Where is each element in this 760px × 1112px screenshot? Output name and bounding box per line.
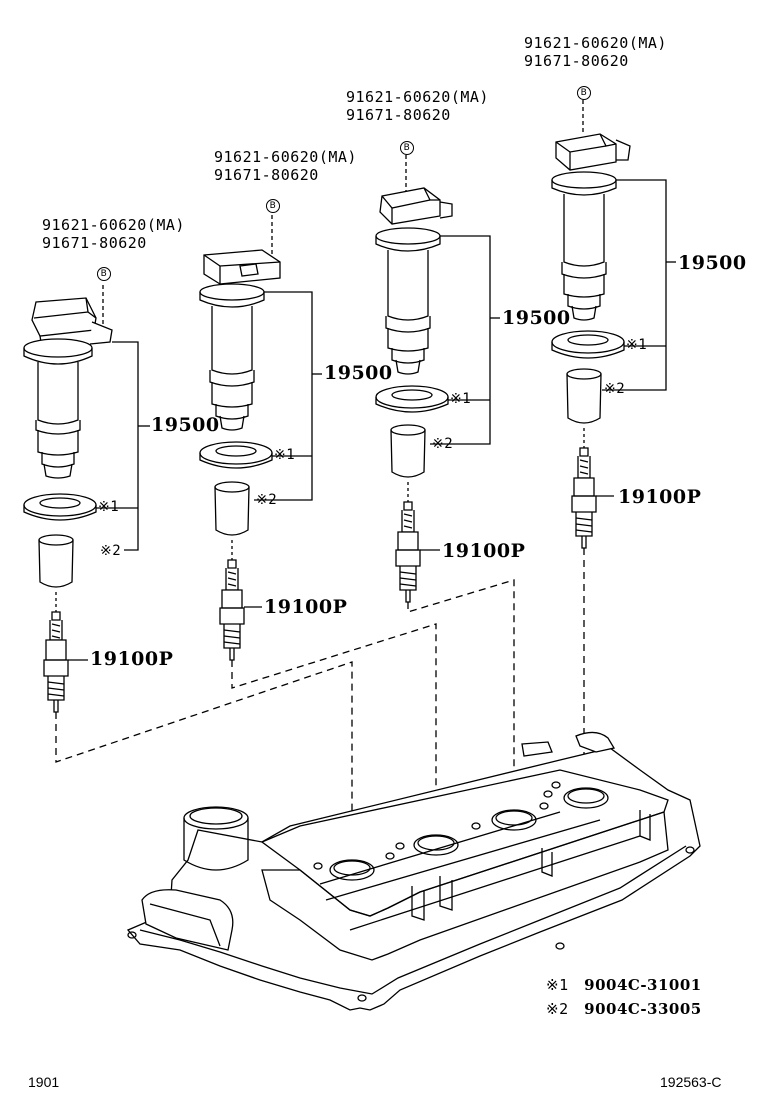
bolt-alt-part-number-2: 91671-80620: [214, 166, 319, 184]
ring-ref-2: ※1: [274, 447, 296, 463]
bolt-alt-part-number-1: 91671-80620: [42, 234, 147, 252]
bolt-marker-3: B: [400, 141, 414, 155]
plug-part-number-4: 19100P: [618, 486, 702, 508]
bolt-marker-1: B: [97, 267, 111, 281]
legend-item-1: ※1 9004C-31001: [546, 976, 702, 994]
coil-part-number-1: 19500: [151, 414, 220, 436]
footer-left-code: 1901: [28, 1074, 60, 1090]
legend-item-2: ※2 9004C-33005: [546, 1000, 702, 1018]
legend-item-1-mark: ※1: [546, 976, 569, 994]
plug-part-number-1: 19100P: [90, 648, 174, 670]
boot-ref-1: ※2: [100, 543, 122, 559]
bolt-alt-part-number-3: 91671-80620: [346, 106, 451, 124]
coil-part-number-4: 19500: [678, 252, 747, 274]
coil-assembly-4: [551, 100, 676, 549]
plug-routing-lines: [55, 548, 585, 858]
plug-part-number-2: 19100P: [264, 596, 348, 618]
bolt-alt-part-number-4: 91671-80620: [524, 52, 629, 70]
coil-assembly-1: [23, 285, 150, 713]
legend-item-2-part: 9004C-33005: [584, 1000, 702, 1018]
plug-part-number-3: 19100P: [442, 540, 526, 562]
boot-ref-2: ※2: [256, 492, 278, 508]
footer-right-code: 192563-C: [660, 1074, 722, 1090]
cylinder-head-cover: [126, 731, 701, 1011]
bolt-part-number-3: 91621-60620(MA): [346, 88, 489, 106]
coil-assembly-2: [199, 215, 322, 661]
coil-part-number-2: 19500: [324, 362, 393, 384]
ring-ref-3: ※1: [450, 391, 472, 407]
bolt-marker-2: B: [266, 199, 280, 213]
ring-ref-4: ※1: [626, 337, 648, 353]
boot-ref-4: ※2: [604, 381, 626, 397]
coil-part-number-3: 19500: [502, 307, 571, 329]
legend-item-1-part: 9004C-31001: [584, 976, 702, 994]
legend-item-2-mark: ※2: [546, 1000, 569, 1018]
bolt-part-number-2: 91621-60620(MA): [214, 148, 357, 166]
bolt-part-number-1: 91621-60620(MA): [42, 216, 185, 234]
coil-assembly-3: [375, 155, 500, 603]
bolt-part-number-4: 91621-60620(MA): [524, 34, 667, 52]
ring-ref-1: ※1: [98, 499, 120, 515]
bolt-marker-4: B: [577, 86, 591, 100]
boot-ref-3: ※2: [432, 436, 454, 452]
